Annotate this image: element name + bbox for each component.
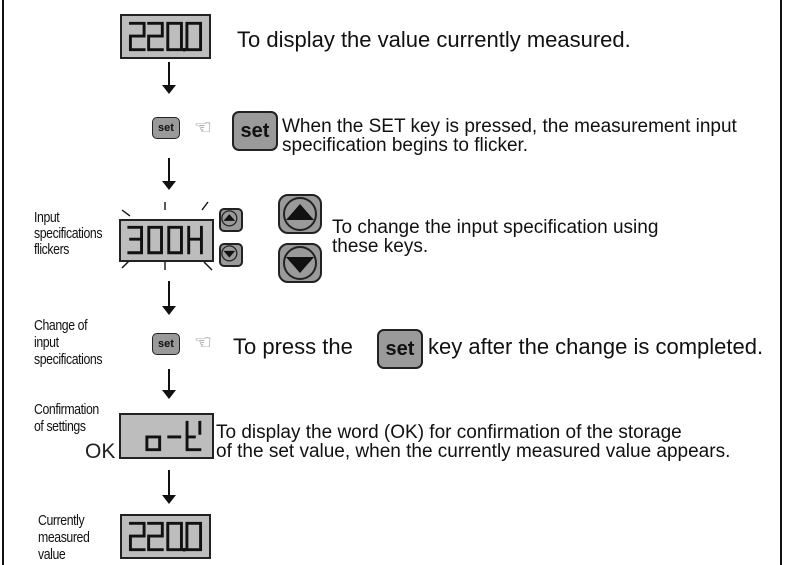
side-label-current-2: measured [38,529,90,546]
step4-text-pre: To press the [233,334,353,359]
step3-text-line1: To change the input specification using [332,217,659,238]
flow-arrow [162,470,176,504]
step5-text-line1: To display the word (OK) for confirmatio… [216,422,682,443]
side-label-confirm-2: of settings [34,418,86,435]
up-triangle-icon [283,197,317,231]
down-triangle-icon [221,245,238,262]
step1-text: To display the value currently measured. [237,27,631,52]
ok-label: OK [85,440,116,463]
set-key-small[interactable]: set [152,117,180,139]
frame-right-border [780,0,782,565]
step3-text-line2: these keys. [332,236,429,257]
up-triangle-icon [221,210,238,227]
seven-segment-o-t-icon [145,420,202,452]
set-key-small[interactable]: set [152,333,180,355]
set-key-large[interactable]: set [232,111,278,151]
side-label-input-spec-1: Input [34,209,60,226]
down-key-small[interactable] [219,243,243,267]
side-label-current-1: Currently [38,512,85,529]
step4-text-post: key after the change is completed. [428,334,764,359]
seven-segment-220-icon [128,521,203,552]
seven-segment-300h-icon [127,225,203,255]
step2-text-line1: When the SET key is pressed, the measure… [282,116,737,137]
flow-arrow [162,158,176,190]
seven-segment-220-icon [128,21,203,52]
set-key-large[interactable]: set [377,329,423,369]
lcd-display-ok [119,413,214,459]
frame-left-border [2,0,4,565]
side-label-change-3: specifications [34,351,103,368]
pointing-hand-icon: ☜ [194,117,212,139]
side-label-input-spec-3: flickers [34,241,69,258]
side-label-change-1: Change of [34,317,88,334]
flow-arrow [162,62,176,94]
flow-arrow [162,369,176,399]
lcd-display-current [120,514,211,559]
lcd-display-measured [120,14,211,59]
pointing-hand-icon: ☜ [194,332,212,354]
side-label-change-2: input [34,334,59,351]
up-key-large[interactable] [278,194,322,234]
up-key-small[interactable] [219,208,243,232]
step2-text-line2: specification begins to flicker. [282,135,529,156]
side-label-confirm-1: Confirmation [34,401,99,418]
down-triangle-icon [283,246,317,280]
side-label-input-spec-2: specifications [34,225,103,242]
flow-arrow [162,281,176,315]
down-key-large[interactable] [278,243,322,283]
side-label-current-3: value [38,546,66,563]
lcd-display-input-spec [119,219,214,262]
step5-text-line2: of the set value, when the currently mea… [216,441,731,462]
